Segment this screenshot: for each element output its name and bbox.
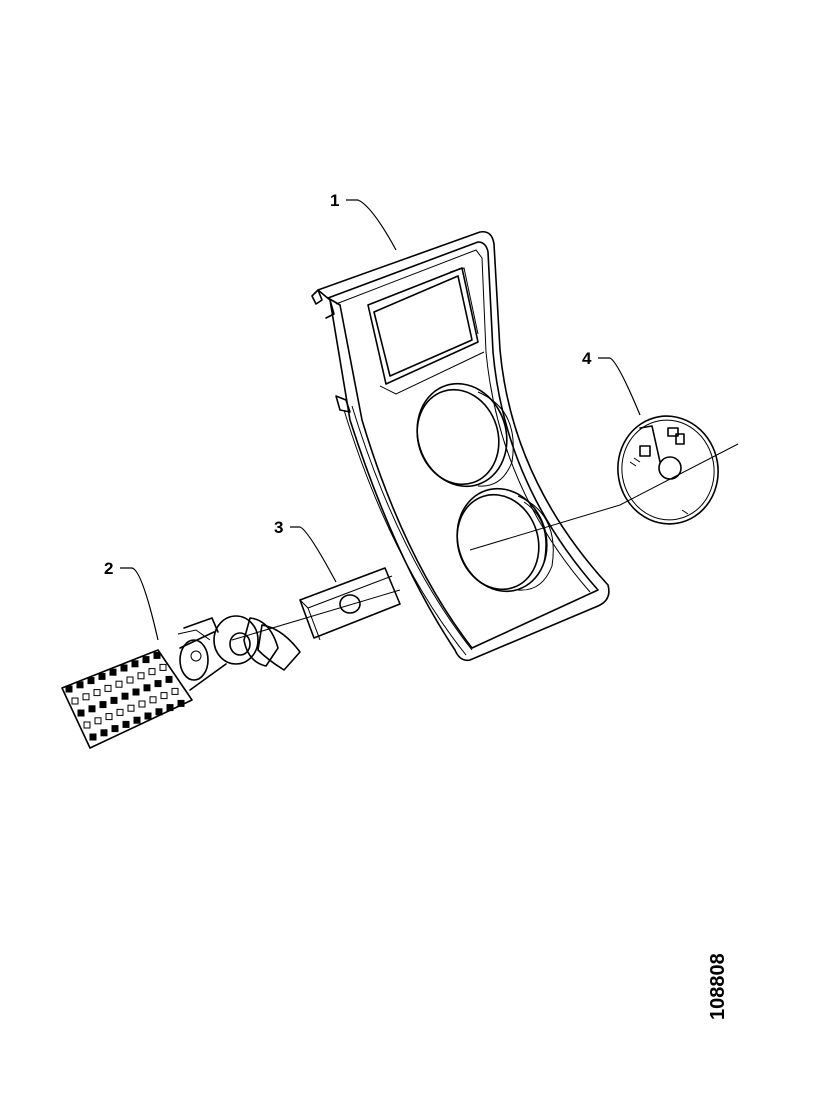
connector-pin [109, 668, 117, 676]
connector-pin [83, 721, 91, 729]
connector-pin [120, 664, 128, 672]
connector-pin [138, 700, 146, 708]
connector-pin [105, 713, 113, 721]
reference-number: 108808 [707, 953, 729, 1020]
connector-pin [154, 680, 162, 688]
connector-pin [131, 660, 139, 668]
leader-3 [290, 526, 337, 583]
connector-pin [149, 696, 157, 704]
callout-label-1: 1 [330, 191, 339, 210]
leader-4 [598, 357, 641, 416]
connector-pin [110, 696, 118, 704]
connector-pin [93, 689, 101, 697]
connector-pin [143, 684, 151, 692]
connector-pin [127, 704, 135, 712]
connector-pin [148, 668, 156, 676]
connector-pin [144, 712, 152, 720]
connector-pin [116, 708, 124, 716]
connector-pin [137, 672, 145, 680]
connector-pin [166, 704, 174, 712]
callout-label-4: 4 [582, 349, 592, 368]
connector-pin [111, 725, 119, 733]
connector-pin [98, 672, 106, 680]
connector-pin [142, 656, 150, 664]
connector-pin [159, 663, 167, 671]
panel-housing [311, 230, 610, 662]
connector-pin [89, 733, 97, 741]
connector-pin [82, 693, 90, 701]
connector-pin [122, 720, 130, 728]
lower-gauge-opening [456, 487, 554, 593]
connector-pin [77, 709, 85, 717]
connector-pin [132, 688, 140, 696]
connector-pin [65, 685, 73, 693]
connector-pin [104, 684, 112, 692]
upper-gauge-opening [416, 382, 514, 488]
connector-pin [165, 675, 173, 683]
gauge-dial [617, 415, 719, 525]
connector-pin [115, 680, 123, 688]
connector-pins [65, 651, 185, 741]
connector-pin [133, 716, 141, 724]
leader-1 [346, 199, 397, 251]
connector-pin [126, 676, 134, 684]
assembly-axis [231, 443, 739, 641]
connector-pin [121, 692, 129, 700]
connector-pin [76, 681, 84, 689]
connector-pin [171, 687, 179, 695]
connector-pin [71, 697, 79, 705]
connector-pin [100, 729, 108, 737]
connector-pin [177, 699, 185, 707]
connector-pin [155, 708, 163, 716]
connector-pin [153, 651, 161, 659]
leader-2 [120, 567, 159, 641]
connector-pin [87, 677, 95, 685]
connector-pin [94, 717, 102, 725]
connector-pin [99, 701, 107, 709]
connector-pin [88, 705, 96, 713]
switch-assembly [61, 615, 301, 749]
retaining-plate [299, 567, 401, 641]
callout-label-3: 3 [274, 518, 283, 537]
callout-label-2: 2 [104, 559, 113, 578]
connector-pin [160, 692, 168, 700]
